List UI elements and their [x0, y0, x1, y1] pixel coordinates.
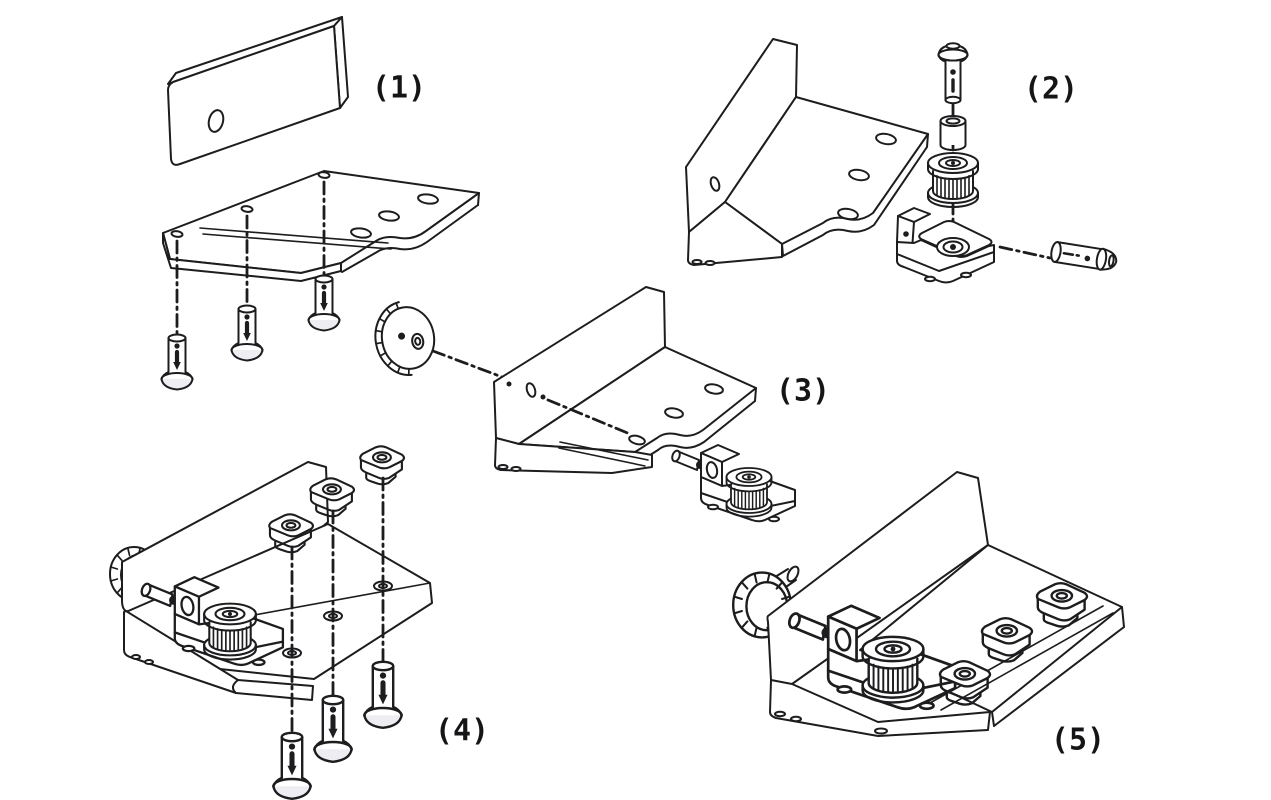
button-screw: [232, 306, 263, 361]
button-screw-top: [937, 42, 969, 105]
step-3-label: (3): [775, 373, 831, 409]
step-4-assembly: [109, 445, 433, 799]
l-bracket: [685, 38, 929, 266]
pin-guide-line: [998, 245, 1052, 260]
tensioner-block: [896, 207, 995, 284]
fastener-guide-lines: [290, 476, 385, 736]
step-2-label: (2): [1023, 71, 1079, 107]
step-4-label: (4): [434, 713, 490, 749]
base-plate: [162, 170, 480, 282]
step-5-label: (5): [1050, 722, 1106, 758]
bottom-lip: [123, 610, 314, 701]
button-screw: [314, 696, 351, 762]
step-3-assembly: [374, 286, 795, 521]
button-screw: [364, 662, 401, 728]
step-1-assembly: [162, 16, 480, 390]
slot-guide-line: [546, 398, 632, 436]
button-screw: [309, 276, 340, 331]
step-5-assembly: [732, 471, 1125, 737]
step-1-label: (1): [371, 70, 427, 106]
thumb-knob: [374, 301, 436, 376]
button-screw: [162, 335, 193, 390]
bottom-lip: [769, 679, 991, 737]
mounting-bar: [167, 16, 349, 166]
timing-pulley: [927, 152, 979, 208]
button-screw: [273, 733, 310, 799]
spacer-bushing: [939, 115, 967, 151]
bar-hole: [207, 109, 225, 133]
bracket-wall: [121, 461, 329, 629]
thumb-knob: [732, 565, 800, 639]
screw-guide-lines: [175, 180, 326, 335]
clevis-pin: [1050, 241, 1118, 271]
t-nut: [359, 445, 406, 486]
tensioner-pulley-subassembly: [671, 445, 795, 521]
l-bracket: [493, 286, 757, 474]
step-2-assembly: [685, 38, 1118, 284]
